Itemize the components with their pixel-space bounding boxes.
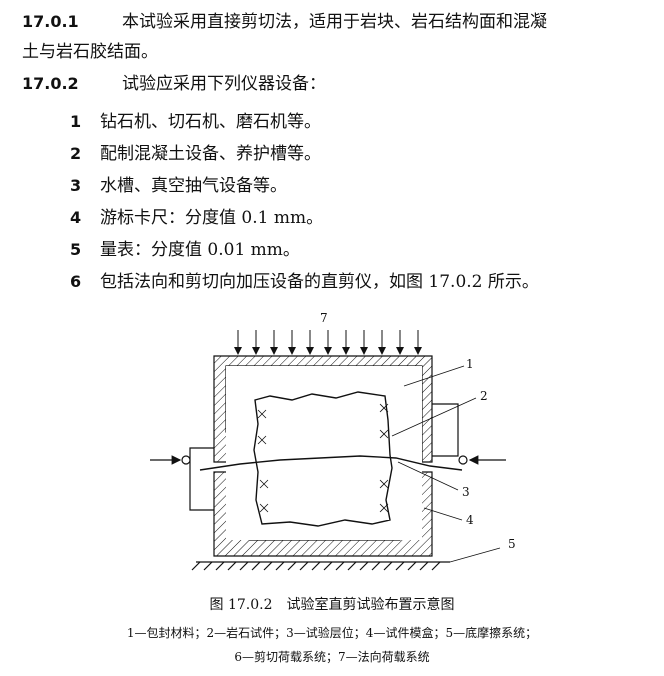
list-item: 4 游标卡尺：分度值 0.1 mm。 [70, 206, 323, 230]
label-7: 7 [320, 311, 328, 325]
leader-lines [391, 365, 501, 563]
clause-text: 本试验采用直接剪切法，适用于岩块、岩石结构面和混凝 [122, 12, 547, 32]
item-number: 2 [70, 144, 82, 163]
clause-17-0-2: 17.0.2 试验应采用下列仪器设备： [22, 72, 326, 96]
list-item: 2 配制混凝土设备、养护槽等。 [70, 142, 321, 166]
figure-caption: 图 17.0.2 试验室直剪试验布置示意图 [209, 597, 455, 613]
clause-number: 17.0.2 [22, 74, 79, 93]
label-3: 3 [462, 485, 470, 499]
list-item: 5 量表：分度值 0.01 mm。 [70, 238, 300, 262]
figure-legend-line-1: 1—包封材料；2—岩石试件；3—试验层位；4—试件模盒；5—底摩擦系统； [126, 626, 538, 640]
item-number: 3 [70, 176, 82, 195]
reaction-bracket [432, 403, 506, 465]
item-text: 包括法向和剪切向加压设备的直剪仪，如图 17.0.2 所示。 [100, 272, 539, 292]
normal-load-arrows [234, 330, 422, 355]
item-text: 量表：分度值 0.01 mm。 [100, 240, 300, 260]
item-text: 钻石机、切石机、磨石机等。 [100, 112, 321, 132]
item-number: 5 [70, 240, 82, 259]
figure-legend-line-2: 6—剪切荷载系统；7—法向荷载系统 [234, 650, 430, 664]
base-friction-system [191, 561, 450, 571]
item-text: 游标卡尺：分度值 0.1 mm。 [100, 208, 324, 228]
direct-shear-diagram: 7 1 2 3 4 5 6 [150, 311, 516, 571]
test-layer-shear-plane [199, 455, 463, 471]
label-1: 1 [466, 357, 474, 371]
specimen-hatch-marks [257, 403, 389, 513]
clause-17-0-1-cont: 土与岩石胶结面。 [22, 40, 158, 64]
shear-load-system [150, 447, 214, 511]
list-item: 1 钻石机、切石机、磨石机等。 [70, 110, 321, 134]
clause-text: 试验应采用下列仪器设备： [122, 74, 326, 94]
item-text: 水槽、真空抽气设备等。 [100, 176, 287, 196]
clause-number: 17.0.1 [22, 12, 79, 31]
clause-text-continued: 土与岩石胶结面。 [22, 42, 158, 62]
item-number: 6 [70, 272, 82, 291]
label-2: 2 [480, 389, 488, 403]
list-item: 6 包括法向和剪切向加压设备的直剪仪，如图 17.0.2 所示。 [70, 270, 539, 294]
item-number: 1 [70, 112, 82, 131]
clause-17-0-1: 17.0.1 本试验采用直接剪切法，适用于岩块、岩石结构面和混凝 [22, 10, 547, 34]
rock-specimen [253, 391, 393, 527]
label-4: 4 [466, 513, 474, 527]
item-text: 配制混凝土设备、养护槽等。 [100, 144, 321, 164]
label-5: 5 [508, 537, 516, 551]
list-item: 3 水槽、真空抽气设备等。 [70, 174, 287, 198]
item-number: 4 [70, 208, 82, 227]
